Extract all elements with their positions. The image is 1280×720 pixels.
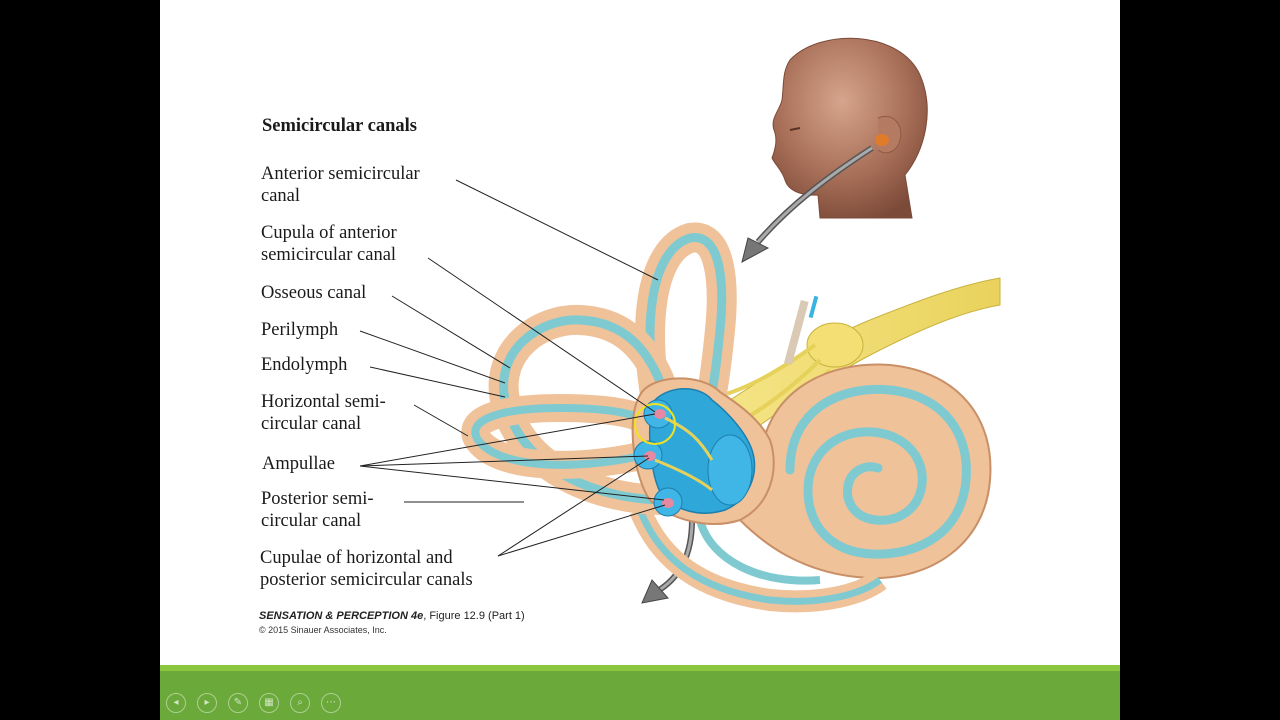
- zoom-button[interactable]: ⌕: [290, 693, 310, 713]
- label-anterior-canal: Anterior semicircular: [261, 164, 420, 184]
- label-horizontal-canal-line2: circular canal: [261, 414, 362, 434]
- cochlea: [629, 363, 992, 613]
- diagram-title: Semicircular canals: [262, 116, 418, 136]
- figure-credit: SENSATION & PERCEPTION 4e, Figure 12.9 (…: [259, 610, 525, 622]
- head-illustration: [771, 37, 928, 219]
- slide-footer-bar: [160, 665, 1120, 720]
- next-slide-button[interactable]: ▸: [197, 693, 217, 713]
- label-cupulae: Cupulae of horizontal and: [260, 548, 453, 568]
- label-cupulae-line2: posterior semicircular canals: [260, 570, 473, 590]
- leader-lines: [359, 179, 666, 557]
- highlight-circle: [634, 403, 676, 445]
- pen-tool-button[interactable]: ✎: [228, 693, 248, 713]
- label-cupula-anterior: Cupula of anterior: [261, 223, 397, 243]
- label-posterior-canal-line2: circular canal: [261, 511, 362, 531]
- label-endolymph: Endolymph: [261, 355, 348, 375]
- label-osseous-canal: Osseous canal: [261, 283, 367, 303]
- credit-book: SENSATION & PERCEPTION 4e: [259, 610, 424, 622]
- label-horizontal-canal: Horizontal semi-: [261, 392, 386, 412]
- credit-figure: , Figure 12.9 (Part 1): [423, 610, 525, 622]
- label-ampullae: Ampullae: [262, 454, 335, 474]
- previous-slide-button[interactable]: ◂: [166, 693, 186, 713]
- more-options-button[interactable]: ⋯: [321, 693, 341, 713]
- label-perilymph: Perilymph: [261, 320, 339, 340]
- label-anterior-canal-line2: canal: [261, 186, 301, 206]
- vestibule: [631, 377, 775, 525]
- label-posterior-canal: Posterior semi-: [261, 489, 374, 509]
- copyright: © 2015 Sinauer Associates, Inc.: [259, 625, 387, 635]
- pointer-arrow-from-ear: [741, 145, 874, 263]
- semicircular-canals: [461, 222, 737, 515]
- slide-sorter-button[interactable]: ▦: [259, 693, 279, 713]
- label-cupula-anterior-line2: semicircular canal: [261, 245, 397, 265]
